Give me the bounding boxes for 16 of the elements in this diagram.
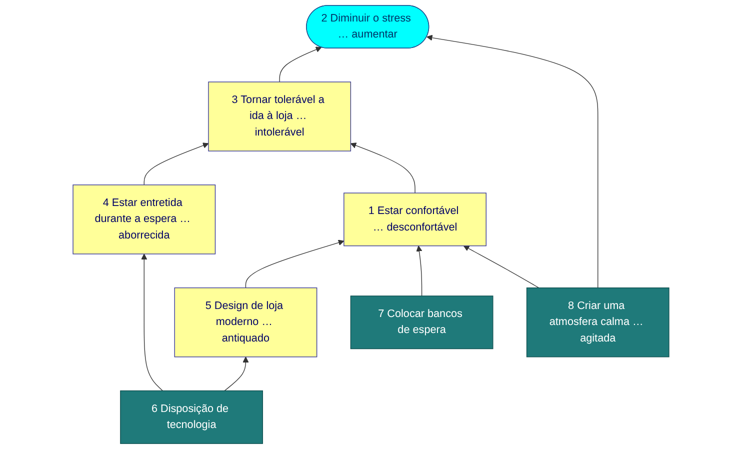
arrow [426,34,598,288]
arrow [144,142,209,186]
arrow [279,46,322,82]
node-box: 3 Tornar tolerável a ida à loja … intolerável [208,82,352,152]
arrow [350,142,416,194]
arrow [141,254,163,392]
arrow [463,246,540,288]
node-box: 6 Disposição de tecnologia [120,390,263,444]
node-box: 8 Criar uma atmosfera calma … agitada [526,287,670,358]
node-box: 1 Estar confortável … desconfortável [344,192,486,246]
node-box: 7 Colocar bancos de espera [350,296,494,350]
arrow [416,246,422,296]
node-box: 5 Design de loja moderno … antiquado [174,287,318,358]
arrow [245,240,344,288]
arrow [224,356,249,392]
node-box: 4 Estar entretida durante a espera … aborrecida [72,184,216,254]
